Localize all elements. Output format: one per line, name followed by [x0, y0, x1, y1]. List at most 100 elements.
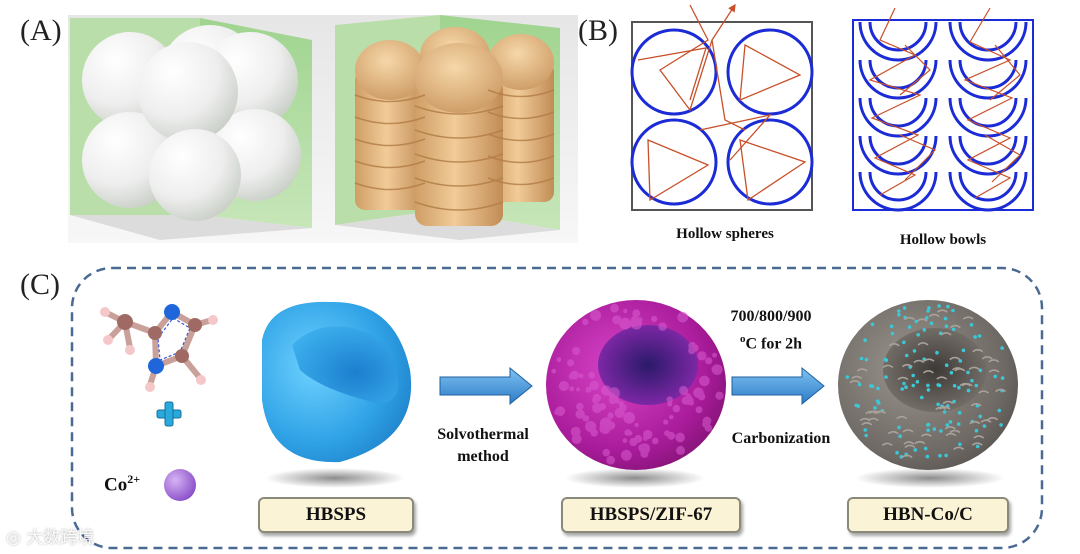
cobalt-nanoparticle [902, 382, 906, 386]
panel-a-illustration [68, 15, 578, 243]
zif-crystal [569, 386, 574, 391]
zif-crystal [712, 366, 719, 373]
temperature-line1: 700/800/900 [712, 306, 830, 328]
cobalt-nanoparticle [938, 454, 942, 458]
zif-crystal [676, 446, 685, 455]
cobalt-nanoparticle [846, 375, 850, 379]
temperature-label: 700/800/900 oC for 2h [712, 306, 830, 355]
cobalt-nanoparticle [949, 420, 953, 424]
hollow-spheres-caption: Hollow spheres [640, 226, 810, 243]
zif-crystal [559, 381, 569, 391]
cobalt-nanoparticle [902, 341, 906, 345]
cobalt-nanoparticle [898, 434, 902, 438]
solvothermal-line2: method [420, 446, 546, 468]
cobalt-nanoparticle [936, 403, 940, 407]
cobalt-nanoparticle [916, 333, 920, 337]
plus-icon [157, 402, 181, 426]
cobalt-nanoparticle [865, 358, 869, 362]
cobalt-nanoparticle [920, 396, 924, 400]
zif-crystal [696, 406, 703, 413]
hollow-spheres-diagram [632, 5, 812, 210]
zif-crystal [588, 372, 595, 379]
hollow-bowls-diagram [853, 8, 1033, 210]
cobalt-ion-icon [164, 469, 196, 501]
hollow-spheres-box [70, 18, 312, 240]
cobalt-nanoparticle [864, 434, 868, 438]
zif-crystal [582, 319, 589, 326]
cobalt-nanoparticle [908, 325, 912, 329]
zif-crystal [702, 421, 709, 428]
zif-crystal [634, 423, 638, 427]
cobalt-nanoparticle [958, 411, 962, 415]
zif-crystal [599, 403, 606, 410]
cobalt-nanoparticle [926, 384, 930, 388]
zif-crystal [592, 398, 598, 404]
hbsps-label-box: HBSPS [258, 497, 414, 533]
zif-crystal [569, 374, 575, 380]
zif-crystal [590, 310, 601, 321]
cobalt-nanoparticle [926, 455, 930, 459]
cobalt-nanoparticle [939, 429, 943, 433]
zif-crystal [658, 323, 666, 331]
cobalt-nanoparticle [944, 317, 948, 321]
zif-crystal [551, 369, 556, 374]
cobalt-nanoparticle [858, 383, 862, 387]
cobalt-nanoparticle [945, 324, 949, 328]
cobalt-nanoparticle [911, 374, 915, 378]
cobalt-nanoparticle [905, 354, 909, 358]
cobalt-nanoparticle [890, 325, 894, 329]
cobalt-nanoparticle [978, 415, 982, 419]
solvothermal-line1: Solvothermal [420, 424, 546, 446]
zif-crystal [557, 357, 562, 362]
zif-crystal [631, 318, 642, 329]
cobalt-nanoparticle [884, 375, 888, 379]
zif-crystal [600, 417, 612, 429]
hbsps-zif67-bowl-illustration [546, 300, 726, 488]
zif-crystal [623, 438, 628, 443]
cobalt-nanoparticle [951, 309, 955, 313]
cobalt-nanoparticle [945, 363, 949, 367]
cobalt-nanoparticle [1000, 346, 1004, 350]
methylimidazole-molecule-icon [100, 304, 218, 392]
cobalt-ion-symbol: Co [104, 474, 127, 495]
cobalt-nanoparticle [946, 305, 950, 309]
zif-crystal [669, 415, 673, 419]
cobalt-nanoparticle [975, 429, 979, 433]
zif-crystal [606, 456, 615, 465]
zif-crystal [585, 421, 596, 432]
cobalt-nanoparticle [897, 309, 901, 313]
cobalt-nanoparticle [916, 380, 920, 384]
cobalt-nanoparticle [912, 384, 916, 388]
cobalt-nanoparticle [925, 316, 929, 320]
cobalt-nanoparticle [935, 351, 939, 355]
zif-crystal [572, 347, 580, 355]
cobalt-nanoparticle [877, 401, 881, 405]
zif-crystal [686, 393, 691, 398]
cobalt-nanoparticle [937, 304, 941, 308]
cobalt-nanoparticle [983, 424, 987, 428]
zif-crystal [624, 429, 631, 436]
cobalt-nanoparticle [900, 387, 904, 391]
zif-crystal [698, 393, 706, 401]
cobalt-nanoparticle [876, 387, 880, 391]
cobalt-nanoparticle [871, 323, 875, 327]
zif-crystal [619, 318, 631, 330]
zif-crystal [664, 430, 670, 436]
zif-crystal [715, 392, 723, 400]
cobalt-nanoparticle [913, 349, 917, 353]
cobalt-nanoparticle [927, 306, 931, 310]
zif-crystal [576, 403, 584, 411]
cobalt-nanoparticle [904, 385, 908, 389]
cobalt-nanoparticle [933, 427, 937, 431]
cobalt-ion-charge: 2+ [127, 472, 140, 486]
cobalt-nanoparticle [926, 428, 930, 432]
cobalt-nanoparticle [873, 406, 877, 410]
zif-crystal [639, 443, 650, 454]
zif-crystal [689, 400, 694, 405]
zif-crystal [643, 430, 652, 439]
cobalt-nanoparticle [966, 371, 970, 375]
hollow-bowls-caption: Hollow bowls [858, 232, 1028, 249]
zif-crystal [632, 309, 640, 317]
cobalt-nanoparticle [857, 404, 861, 408]
temperature-duration: C for 2h [745, 335, 802, 352]
